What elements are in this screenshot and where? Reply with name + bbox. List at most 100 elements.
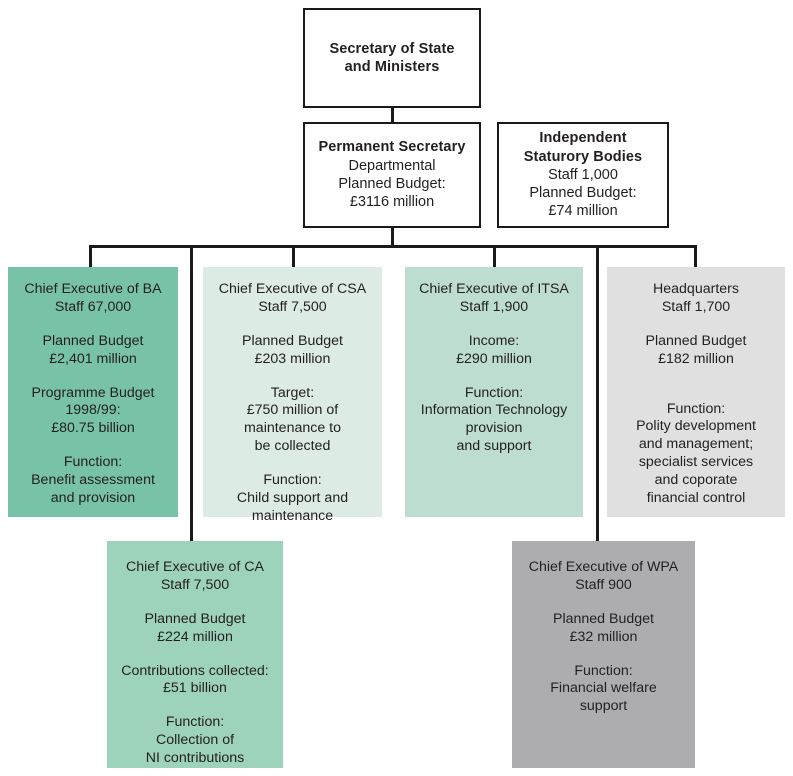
ba-programme-line-1: Programme Budget <box>31 384 155 401</box>
csa-budget: Planned Budget £203 million <box>242 333 343 369</box>
headquarters-budget-line-1: Planned Budget <box>645 332 747 349</box>
csa-target-line-4: be collected <box>254 438 331 455</box>
ca-contributions-line-1: Contributions collected: <box>121 662 269 679</box>
node-permanent-secretary[interactable]: Permanent Secretary Departmental Planned… <box>303 122 481 228</box>
ca-function: Function: Collection of NI contributions <box>146 714 245 768</box>
csa-target-line-2: £750 million of <box>246 402 339 419</box>
node-itsa[interactable]: Chief Executive of ITSA Staff 1,900 Inco… <box>405 267 583 517</box>
independent-statutory-bodies-line-3: £74 million <box>548 203 618 220</box>
itsa-header: Chief Executive of ITSA Staff 1,900 <box>419 281 569 317</box>
csa-function-line-3: maintenance <box>251 507 334 524</box>
ba-function: Function: Benefit assessment and provisi… <box>31 454 155 508</box>
itsa-function-line-3: provision <box>465 420 523 437</box>
ca-budget-line-1: Planned Budget <box>144 610 246 627</box>
wpa-budget-line-2: £32 million <box>569 628 638 645</box>
independent-statutory-bodies-title-line-2: Staturory Bodies <box>523 148 643 165</box>
ba-function-line-1: Function: <box>63 454 123 471</box>
connector-permsec-to-bus <box>391 228 394 246</box>
node-wpa[interactable]: Chief Executive of WPA Staff 900 Planned… <box>512 541 695 768</box>
itsa-income-line-1: Income: <box>468 332 520 349</box>
wpa-budget: Planned Budget £32 million <box>553 611 654 647</box>
wpa-function: Function: Financial welfare support <box>550 663 656 717</box>
node-independent-statutory-bodies[interactable]: Independent Staturory Bodies Staff 1,000… <box>497 122 669 228</box>
connector-bus-to-itsa <box>493 245 496 267</box>
ca-function-line-3: NI contributions <box>145 750 245 767</box>
itsa-function: Function: Information Technology provisi… <box>421 385 567 457</box>
itsa-header-line-1: Chief Executive of ITSA <box>419 281 569 297</box>
node-ca[interactable]: Chief Executive of CA Staff 7,500 Planne… <box>107 541 283 768</box>
independent-statutory-bodies-line-2: Planned Budget: <box>529 185 637 202</box>
csa-budget-line-1: Planned Budget <box>242 332 343 349</box>
headquarters-header-line-2: Staff 1,700 <box>661 298 731 315</box>
permanent-secretary-line-2: Planned Budget: <box>338 176 446 192</box>
node-headquarters[interactable]: Headquarters Staff 1,700 Planned Budget … <box>607 267 785 517</box>
secretary-of-state-title-line-2: and Ministers <box>344 59 440 75</box>
headquarters-function-line-5: and coporate <box>654 472 738 489</box>
ca-budget-line-2: £224 million <box>157 628 233 645</box>
headquarters-function-line-2: Polity development <box>636 418 756 435</box>
wpa-header: Chief Executive of WPA Staff 900 <box>529 559 679 595</box>
itsa-header-line-2: Staff 1,900 <box>459 298 529 315</box>
ba-header-line-2: Staff 67,000 <box>54 298 132 315</box>
ca-header-line-2: Staff 7,500 <box>160 576 230 593</box>
ca-function-line-2: Collection of <box>155 732 235 749</box>
csa-target-line-1: Target: <box>270 384 315 401</box>
headquarters-header-line-1: Headquarters <box>653 281 739 297</box>
independent-statutory-bodies-title-line-1: Independent <box>539 130 627 147</box>
csa-function-line-1: Function: <box>263 472 322 489</box>
ca-function-line-1: Function: <box>165 714 225 731</box>
ba-header: Chief Executive of BA Staff 67,000 <box>24 281 161 317</box>
ba-function-line-2: Benefit assessment <box>31 472 155 489</box>
headquarters-function-line-6: financial control <box>646 490 746 507</box>
ba-budget-line-1: Planned Budget <box>42 332 144 349</box>
csa-function-line-2: Child support and <box>236 490 349 507</box>
connector-bus-to-wpa <box>596 245 599 541</box>
connector-bus-to-ca <box>190 245 193 541</box>
ca-budget: Planned Budget £224 million <box>145 611 246 647</box>
node-csa[interactable]: Chief Executive of CSA Staff 7,500 Plann… <box>203 267 382 524</box>
itsa-function-line-1: Function: <box>464 384 524 401</box>
itsa-function-line-2: Information Technology <box>420 402 568 419</box>
csa-target-line-3: maintenance to <box>243 420 341 437</box>
headquarters-function: Function: Polity development and managem… <box>636 401 756 508</box>
wpa-function-line-2: Financial welfare <box>550 680 657 697</box>
ca-contributions: Contributions collected: £51 billion <box>121 663 268 699</box>
permanent-secretary-title: Permanent Secretary <box>318 139 466 156</box>
connector-bus-to-csa <box>292 245 295 267</box>
secretary-of-state-title-line-1: Secretary of State <box>329 40 455 57</box>
csa-header-line-2: Staff 7,500 <box>258 298 327 315</box>
csa-function: Function: Child support and maintenance <box>237 472 348 526</box>
itsa-income-line-2: £290 million <box>456 350 532 367</box>
node-secretary-of-state[interactable]: Secretary of State and Ministers <box>303 8 481 108</box>
ba-header-line-1: Chief Executive of BA <box>24 281 162 297</box>
connector-sos-to-permsec <box>391 108 394 122</box>
headquarters-function-line-1: Function: <box>666 400 726 417</box>
wpa-function-line-1: Function: <box>574 662 633 679</box>
independent-statutory-bodies-line-1: Staff 1,000 <box>548 166 618 183</box>
permanent-secretary-line-1: Departmental <box>348 157 436 174</box>
wpa-header-line-1: Chief Executive of WPA <box>528 559 679 575</box>
ba-programme-budget: Programme Budget 1998/99: £80.75 billion <box>31 385 154 439</box>
ba-budget: Planned Budget £2,401 million <box>43 333 144 369</box>
ca-contributions-line-2: £51 billion <box>163 680 227 697</box>
headquarters-budget-line-2: £182 million <box>658 350 734 367</box>
csa-header-line-1: Chief Executive of CSA <box>218 281 367 297</box>
ca-header: Chief Executive of CA Staff 7,500 <box>126 559 264 595</box>
csa-budget-line-2: £203 million <box>254 350 331 367</box>
ca-header-line-1: Chief Executive of CA <box>126 559 264 575</box>
connector-bus-to-ba <box>89 245 92 267</box>
itsa-income: Income: £290 million <box>456 333 532 369</box>
wpa-budget-line-1: Planned Budget <box>553 610 654 627</box>
csa-target: Target: £750 million of maintenance to b… <box>244 385 341 457</box>
wpa-function-line-3: support <box>579 698 628 715</box>
node-ba[interactable]: Chief Executive of BA Staff 67,000 Plann… <box>8 267 178 517</box>
connector-bus-to-headquarters <box>694 245 697 267</box>
ba-programme-line-3: £80.75 billion <box>51 420 135 437</box>
headquarters-budget: Planned Budget £182 million <box>646 333 747 369</box>
ba-budget-line-2: £2,401 million <box>49 350 137 367</box>
permanent-secretary-line-3: £3116 million <box>349 194 435 211</box>
headquarters-function-line-4: specialist services <box>638 454 754 471</box>
ba-programme-line-2: 1998/99: <box>65 402 121 419</box>
itsa-function-line-4: and support <box>456 438 532 455</box>
